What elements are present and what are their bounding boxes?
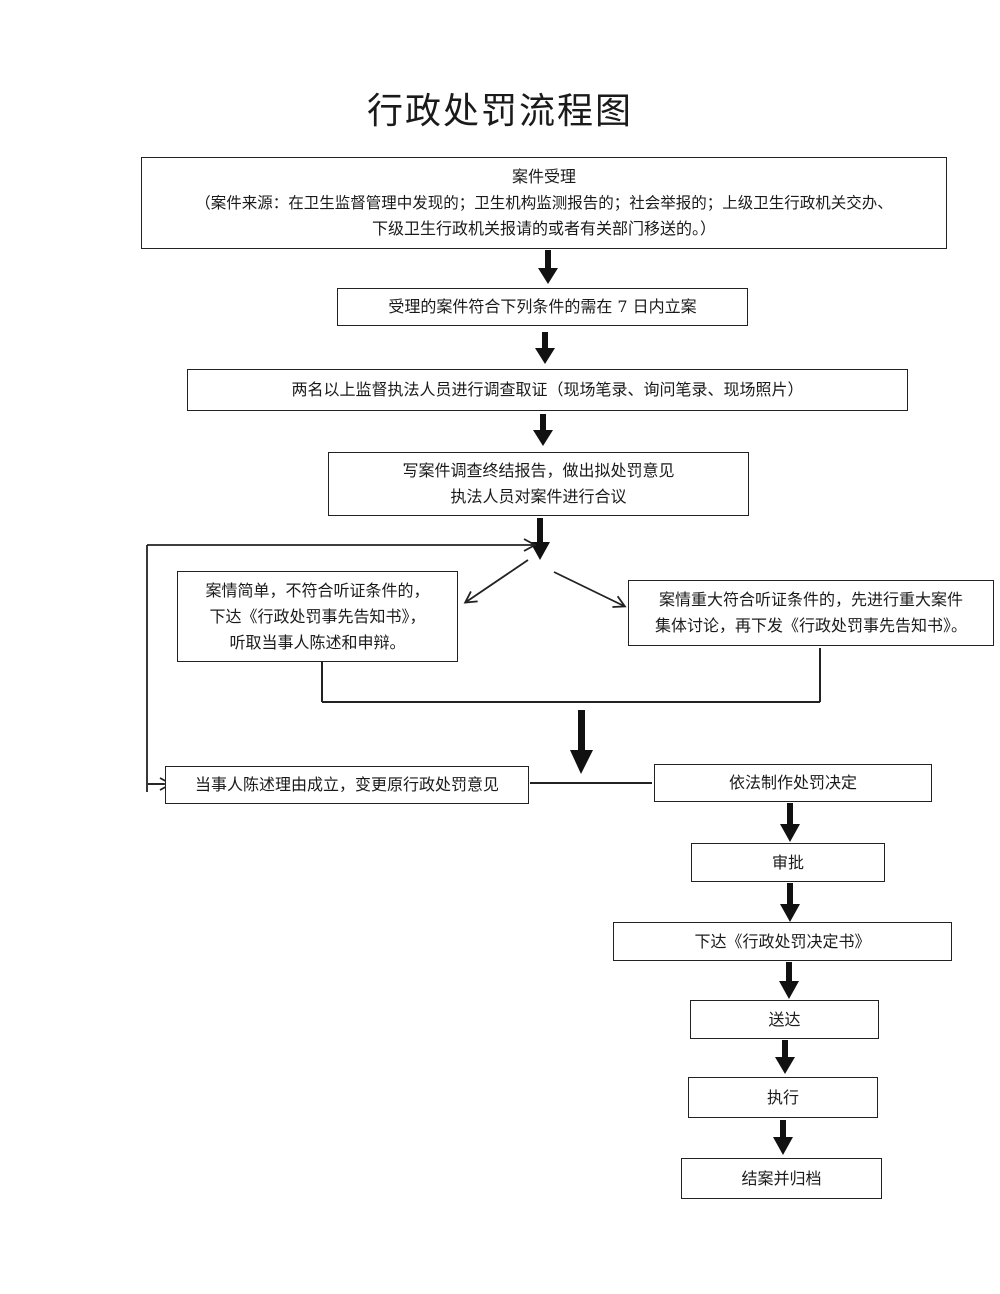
flow-arrow-decision-to-approve xyxy=(780,803,800,842)
step-investigate-box: 两名以上监督执法人员进行调查取证（现场笔录、询问笔录、现场照片） xyxy=(187,369,908,411)
simple-case-line2: 下达《行政处罚事先告知书》， xyxy=(209,606,426,626)
flow-arrow-execute-to-close xyxy=(773,1120,793,1155)
flow-arrow-deliver-to-execute xyxy=(775,1040,795,1074)
close-text: 结案并归档 xyxy=(741,1168,822,1188)
step-accept-box: 案件受理 （案件来源：在卫生监督管理中发现的；卫生机构监测报告的；社会举报的；上… xyxy=(141,157,947,249)
step-report-box: 写案件调查终结报告，做出拟处罚意见 执法人员对案件进行合议 xyxy=(328,452,749,516)
flow-arrow-report-to-split xyxy=(530,518,550,560)
step-investigate-text: 两名以上监督执法人员进行调查取证（现场笔录、询问笔录、现场照片） xyxy=(291,380,804,399)
issue-box: 下达《行政处罚决定书》 xyxy=(613,922,952,961)
flow-arrow-accept-to-register xyxy=(538,250,558,284)
deliver-box: 送达 xyxy=(690,1000,879,1039)
step-report-line1: 写案件调查终结报告，做出拟处罚意见 xyxy=(402,461,675,480)
flow-arrow-investigate-to-report xyxy=(533,414,553,446)
step-accept-line2: 下级卫生行政机关报请的或者有关部门移送的。） xyxy=(371,219,716,238)
deliver-text: 送达 xyxy=(768,1009,801,1029)
step-register-box: 受理的案件符合下列条件的需在 7 日内立案 xyxy=(337,288,748,326)
major-case-box: 案情重大符合听证条件的，先进行重大案件 集体讨论，再下发《行政处罚事先告知书》。 xyxy=(628,580,994,646)
step-accept-heading: 案件受理 xyxy=(511,167,576,186)
reason-valid-text: 当事人陈述理由成立，变更原行政处罚意见 xyxy=(194,775,499,794)
page-title: 行政处罚流程图 xyxy=(366,91,633,132)
merge-bracket xyxy=(321,648,821,703)
flow-arrow-merge-down xyxy=(570,710,593,774)
step-report-line2: 执法人员对案件进行合议 xyxy=(450,487,627,506)
branch-arrow-simple xyxy=(463,559,529,604)
branch-arrow-major xyxy=(553,571,627,608)
reason-valid-box: 当事人陈述理由成立，变更原行政处罚意见 xyxy=(165,766,529,804)
decision-text: 依法制作处罚决定 xyxy=(728,773,857,792)
major-case-line2: 集体讨论，再下发《行政处罚事先告知书》。 xyxy=(654,616,967,635)
decision-box: 依法制作处罚决定 xyxy=(654,764,932,802)
simple-case-line3: 听取当事人陈述和申辩。 xyxy=(229,632,406,652)
issue-text: 下达《行政处罚决定书》 xyxy=(694,931,871,951)
close-box: 结案并归档 xyxy=(681,1158,882,1199)
major-case-line1: 案情重大符合听证条件的，先进行重大案件 xyxy=(658,590,963,609)
flow-arrow-issue-to-deliver xyxy=(779,962,799,999)
flow-arrow-register-to-investigate xyxy=(535,332,555,364)
simple-case-box: 案情简单，不符合听证条件的， 下达《行政处罚事先告知书》， 听取当事人陈述和申辩… xyxy=(177,571,458,662)
step-register-text: 受理的案件符合下列条件的需在 7 日内立案 xyxy=(388,297,697,316)
step-accept-line1: （案件来源：在卫生监督管理中发现的；卫生机构监测报告的；社会举报的；上级卫生行政… xyxy=(195,194,893,212)
execute-text: 执行 xyxy=(766,1087,799,1107)
approve-text: 审批 xyxy=(771,852,804,872)
simple-case-line1: 案情简单，不符合听证条件的， xyxy=(205,580,430,600)
flow-arrow-approve-to-issue xyxy=(780,883,800,922)
execute-box: 执行 xyxy=(688,1077,878,1118)
approve-box: 审批 xyxy=(691,843,885,882)
